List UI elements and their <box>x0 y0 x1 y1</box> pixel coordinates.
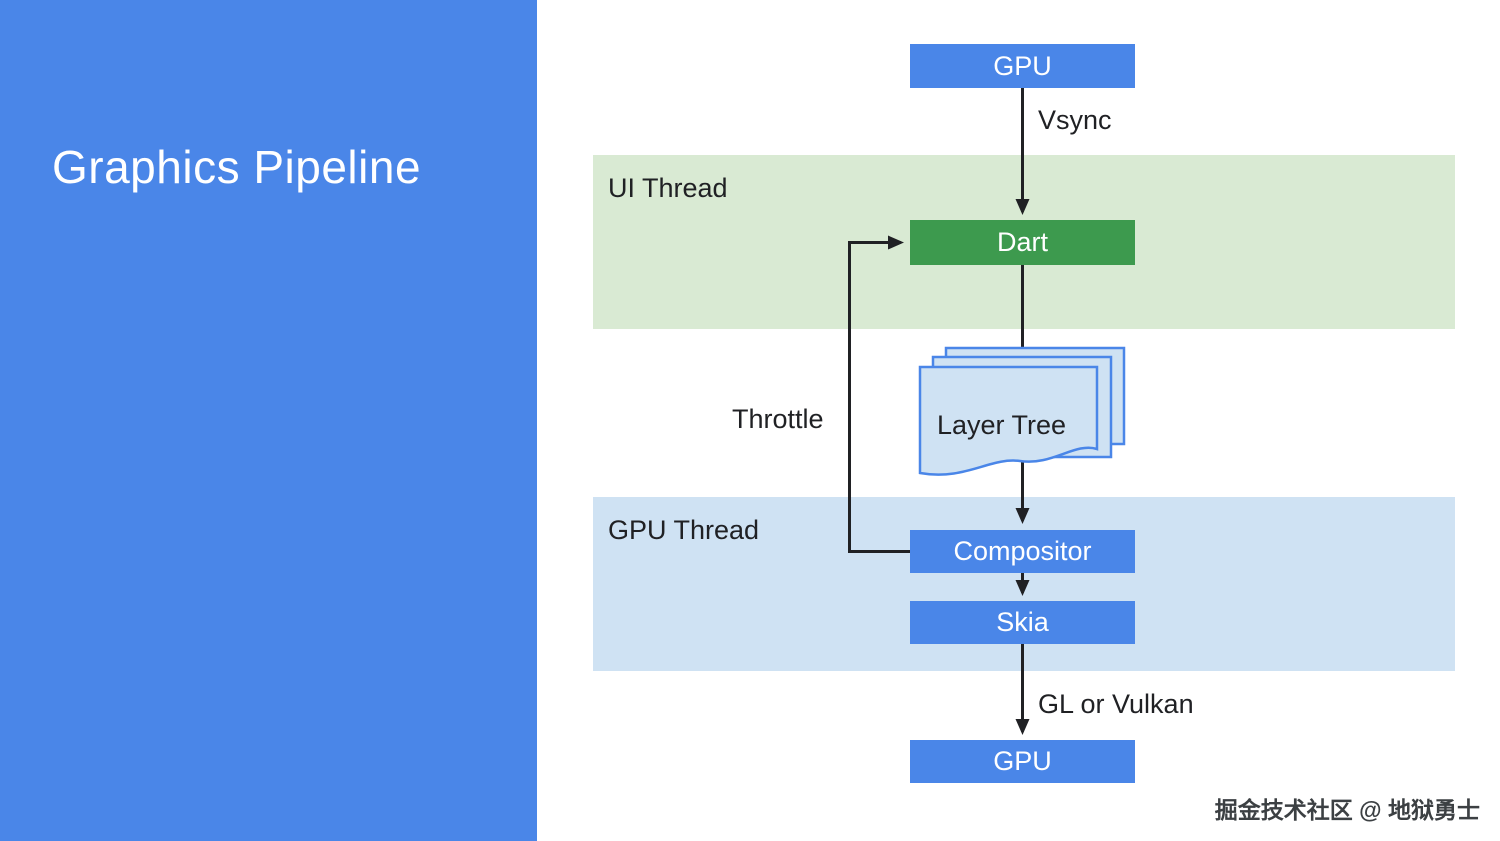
gpu-thread-label: GPU Thread <box>608 515 760 545</box>
throttle-label: Throttle <box>732 404 824 434</box>
node-gpu-top: GPU <box>910 44 1135 88</box>
node-gpu-bottom: GPU <box>910 740 1135 783</box>
node-compositor: Compositor <box>910 530 1135 573</box>
vsync-label: Vsync <box>1038 105 1112 135</box>
node-skia: Skia <box>910 601 1135 644</box>
ui-thread-label: UI Thread <box>608 173 728 203</box>
sidebar-panel <box>0 0 537 841</box>
gl-or-vulkan-label: GL or Vulkan <box>1038 689 1194 719</box>
slide-title: Graphics Pipeline <box>52 141 422 193</box>
gpu-thread-band: GPU Thread <box>593 497 1455 671</box>
node-layer-tree-label: Layer Tree <box>937 410 1067 440</box>
node-dart: Dart <box>910 220 1135 265</box>
watermark: 掘金技术社区 @ 地狱勇士 <box>1214 797 1480 823</box>
